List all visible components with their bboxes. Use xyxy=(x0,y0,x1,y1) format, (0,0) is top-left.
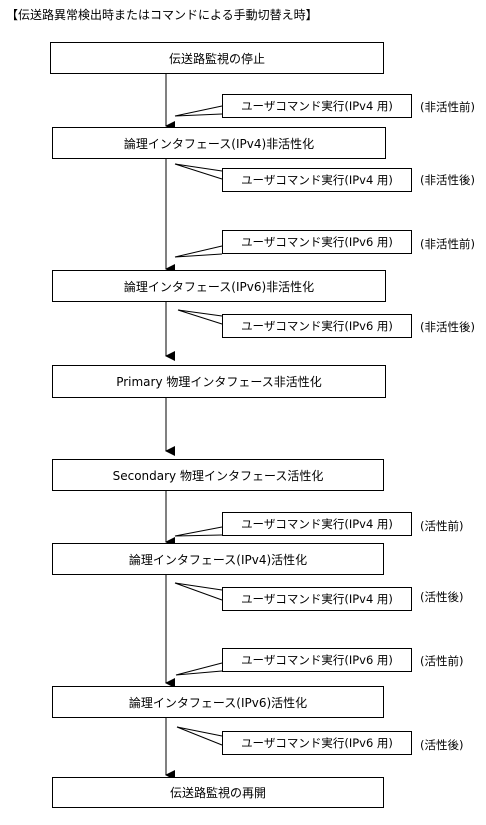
state-label-1: (非活性前) xyxy=(420,100,475,114)
diagram-title: 【伝送路異常検出時またはコマンドによる手動切替え時】 xyxy=(6,8,318,22)
step-box-3: 論理インタフェース(IPv6)非活性化 xyxy=(52,270,386,302)
state-label-8: (活性後) xyxy=(420,738,464,752)
user-command-callout-4: ユーザコマンド実行(IPv6 用) xyxy=(222,314,412,338)
step-label: 論理インタフェース(IPv4)非活性化 xyxy=(123,136,315,151)
step-label: 論理インタフェース(IPv4)活性化 xyxy=(128,552,308,567)
step-box-8: 伝送路監視の再開 xyxy=(52,777,384,808)
step-box-4: Primary 物理インタフェース非活性化 xyxy=(52,365,386,398)
callout-pointer-6 xyxy=(174,582,223,601)
step-label: 伝送路監視の停止 xyxy=(168,51,265,66)
step-box-7: 論理インタフェース(IPv6)活性化 xyxy=(52,686,384,718)
state-label-4: (非活性後) xyxy=(420,320,475,334)
callout-pointer-4 xyxy=(177,309,223,325)
callout-pointer-8 xyxy=(176,726,223,746)
callout-pointer-7 xyxy=(175,662,223,676)
step-label: 論理インタフェース(IPv6)非活性化 xyxy=(123,279,315,294)
user-command-callout-8: ユーザコマンド実行(IPv6 用) xyxy=(222,731,412,755)
step-label: 論理インタフェース(IPv6)活性化 xyxy=(128,695,308,710)
callout-pointer-2 xyxy=(174,163,223,180)
user-command-callout-3: ユーザコマンド実行(IPv6 用) xyxy=(222,230,412,254)
step-box-2: 論理インタフェース(IPv4)非活性化 xyxy=(52,127,386,159)
state-label-3: (非活性前) xyxy=(420,237,475,251)
state-label-7: (活性前) xyxy=(420,654,464,668)
callout-pointer-3 xyxy=(174,245,223,258)
user-command-callout-7: ユーザコマンド実行(IPv6 用) xyxy=(222,648,412,672)
step-label: Primary 物理インタフェース非活性化 xyxy=(116,375,322,389)
state-label-2: (非活性後) xyxy=(420,173,475,187)
step-label: 伝送路監視の再開 xyxy=(169,786,266,800)
user-command-callout-6: ユーザコマンド実行(IPv4 用) xyxy=(222,587,412,611)
step-box-5: Secondary 物理インタフェース活性化 xyxy=(52,459,384,491)
user-command-callout-1: ユーザコマンド実行(IPv4 用) xyxy=(222,94,412,118)
step-box-1: 伝送路監視の停止 xyxy=(50,42,384,74)
user-command-callout-2: ユーザコマンド実行(IPv4 用) xyxy=(222,168,412,192)
state-label-6: (活性後) xyxy=(420,590,464,604)
step-box-6: 論理インタフェース(IPv4)活性化 xyxy=(52,543,384,575)
user-command-callout-5: ユーザコマンド実行(IPv4 用) xyxy=(222,512,412,536)
callout-pointer-1 xyxy=(174,105,223,117)
step-label: Secondary 物理インタフェース活性化 xyxy=(112,468,324,483)
callout-pointer-5 xyxy=(174,526,223,537)
state-label-5: (活性前) xyxy=(420,519,464,533)
